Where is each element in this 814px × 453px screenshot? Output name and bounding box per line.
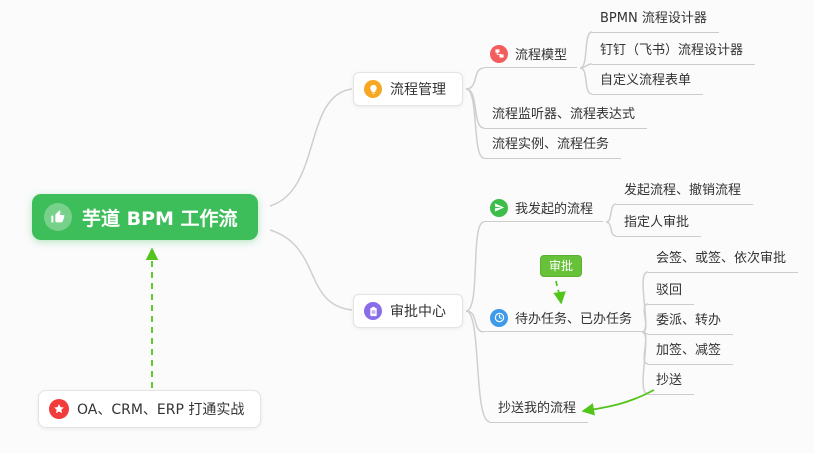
leaf-cc[interactable]: 抄送	[648, 369, 695, 395]
star-icon	[49, 399, 69, 419]
link-root-process-mgmt	[269, 88, 353, 207]
lightbulb-icon	[364, 80, 382, 98]
node-todo-done-tasks[interactable]: 待办任务、已办任务	[484, 306, 643, 332]
dashed-arrow-approval-to-todo	[553, 280, 566, 305]
root-node-label: 芋道 BPM 工作流	[82, 207, 238, 230]
link-root-approval-center	[269, 229, 353, 311]
node-process-management-label: 流程管理	[390, 82, 446, 98]
link-mine-initiate	[605, 203, 617, 223]
node-process-management[interactable]: 流程管理	[353, 72, 463, 106]
clock-icon	[490, 308, 508, 327]
node-process-model[interactable]: 流程模型	[484, 42, 578, 68]
link-model-form	[579, 67, 593, 95]
link-pm-model	[465, 67, 485, 90]
leaf-instance-task[interactable]: 流程实例、流程任务	[484, 133, 622, 159]
leaf-delegate-transfer[interactable]: 委派、转办	[648, 309, 734, 335]
node-approval-center[interactable]: 审批中心	[353, 294, 463, 328]
leaf-assignee-approval[interactable]: 指定人审批	[616, 211, 702, 237]
approval-tag: 审批	[540, 255, 583, 277]
clipboard-icon	[364, 302, 382, 320]
link-ac-todo	[465, 310, 485, 333]
flow-model-icon	[490, 44, 508, 63]
node-my-initiated-processes[interactable]: 我发起的流程	[484, 196, 604, 222]
link-mine-assignee	[605, 221, 617, 237]
node-cc-my-processes[interactable]: 抄送我的流程	[490, 397, 589, 423]
node-todo-done-label: 待办任务、已办任务	[515, 312, 633, 327]
leaf-custom-process-form[interactable]: 自定义流程表单	[592, 69, 704, 95]
leaf-initiate-cancel-process[interactable]: 发起流程、撤销流程	[616, 179, 754, 205]
node-approval-center-label: 审批中心	[390, 304, 446, 320]
link-ac-mine	[465, 221, 485, 312]
thumbs-up-icon	[44, 203, 72, 231]
node-oa-crm-erp-practice[interactable]: OA、CRM、ERP 打通实战	[38, 390, 262, 428]
root-node-bpm-workflow[interactable]: 芋道 BPM 工作流	[32, 194, 258, 240]
link-model-ding	[579, 63, 593, 69]
leaf-dingtalk-feishu-designer[interactable]: 钉钉（飞书）流程设计器	[592, 39, 756, 65]
leaf-add-reduce-sign[interactable]: 加签、减签	[648, 339, 734, 365]
leaf-countersign-orsign-sequential[interactable]: 会签、或签、依次审批	[648, 247, 799, 273]
link-pm-instance	[465, 88, 485, 159]
arrow-cc-to-ccmy	[581, 389, 655, 416]
leaf-listener-expression[interactable]: 流程监听器、流程表达式	[484, 103, 648, 129]
leaf-reject[interactable]: 驳回	[648, 279, 695, 305]
node-process-model-label: 流程模型	[515, 48, 568, 63]
link-pm-listener	[465, 88, 485, 129]
link-model-bpmn	[579, 31, 593, 69]
node-oa-crm-erp-label: OA、CRM、ERP 打通实战	[77, 402, 245, 418]
paper-plane-icon	[490, 198, 508, 217]
node-my-initiated-label: 我发起的流程	[515, 202, 594, 217]
leaf-bpmn-designer[interactable]: BPMN 流程设计器	[592, 7, 719, 33]
